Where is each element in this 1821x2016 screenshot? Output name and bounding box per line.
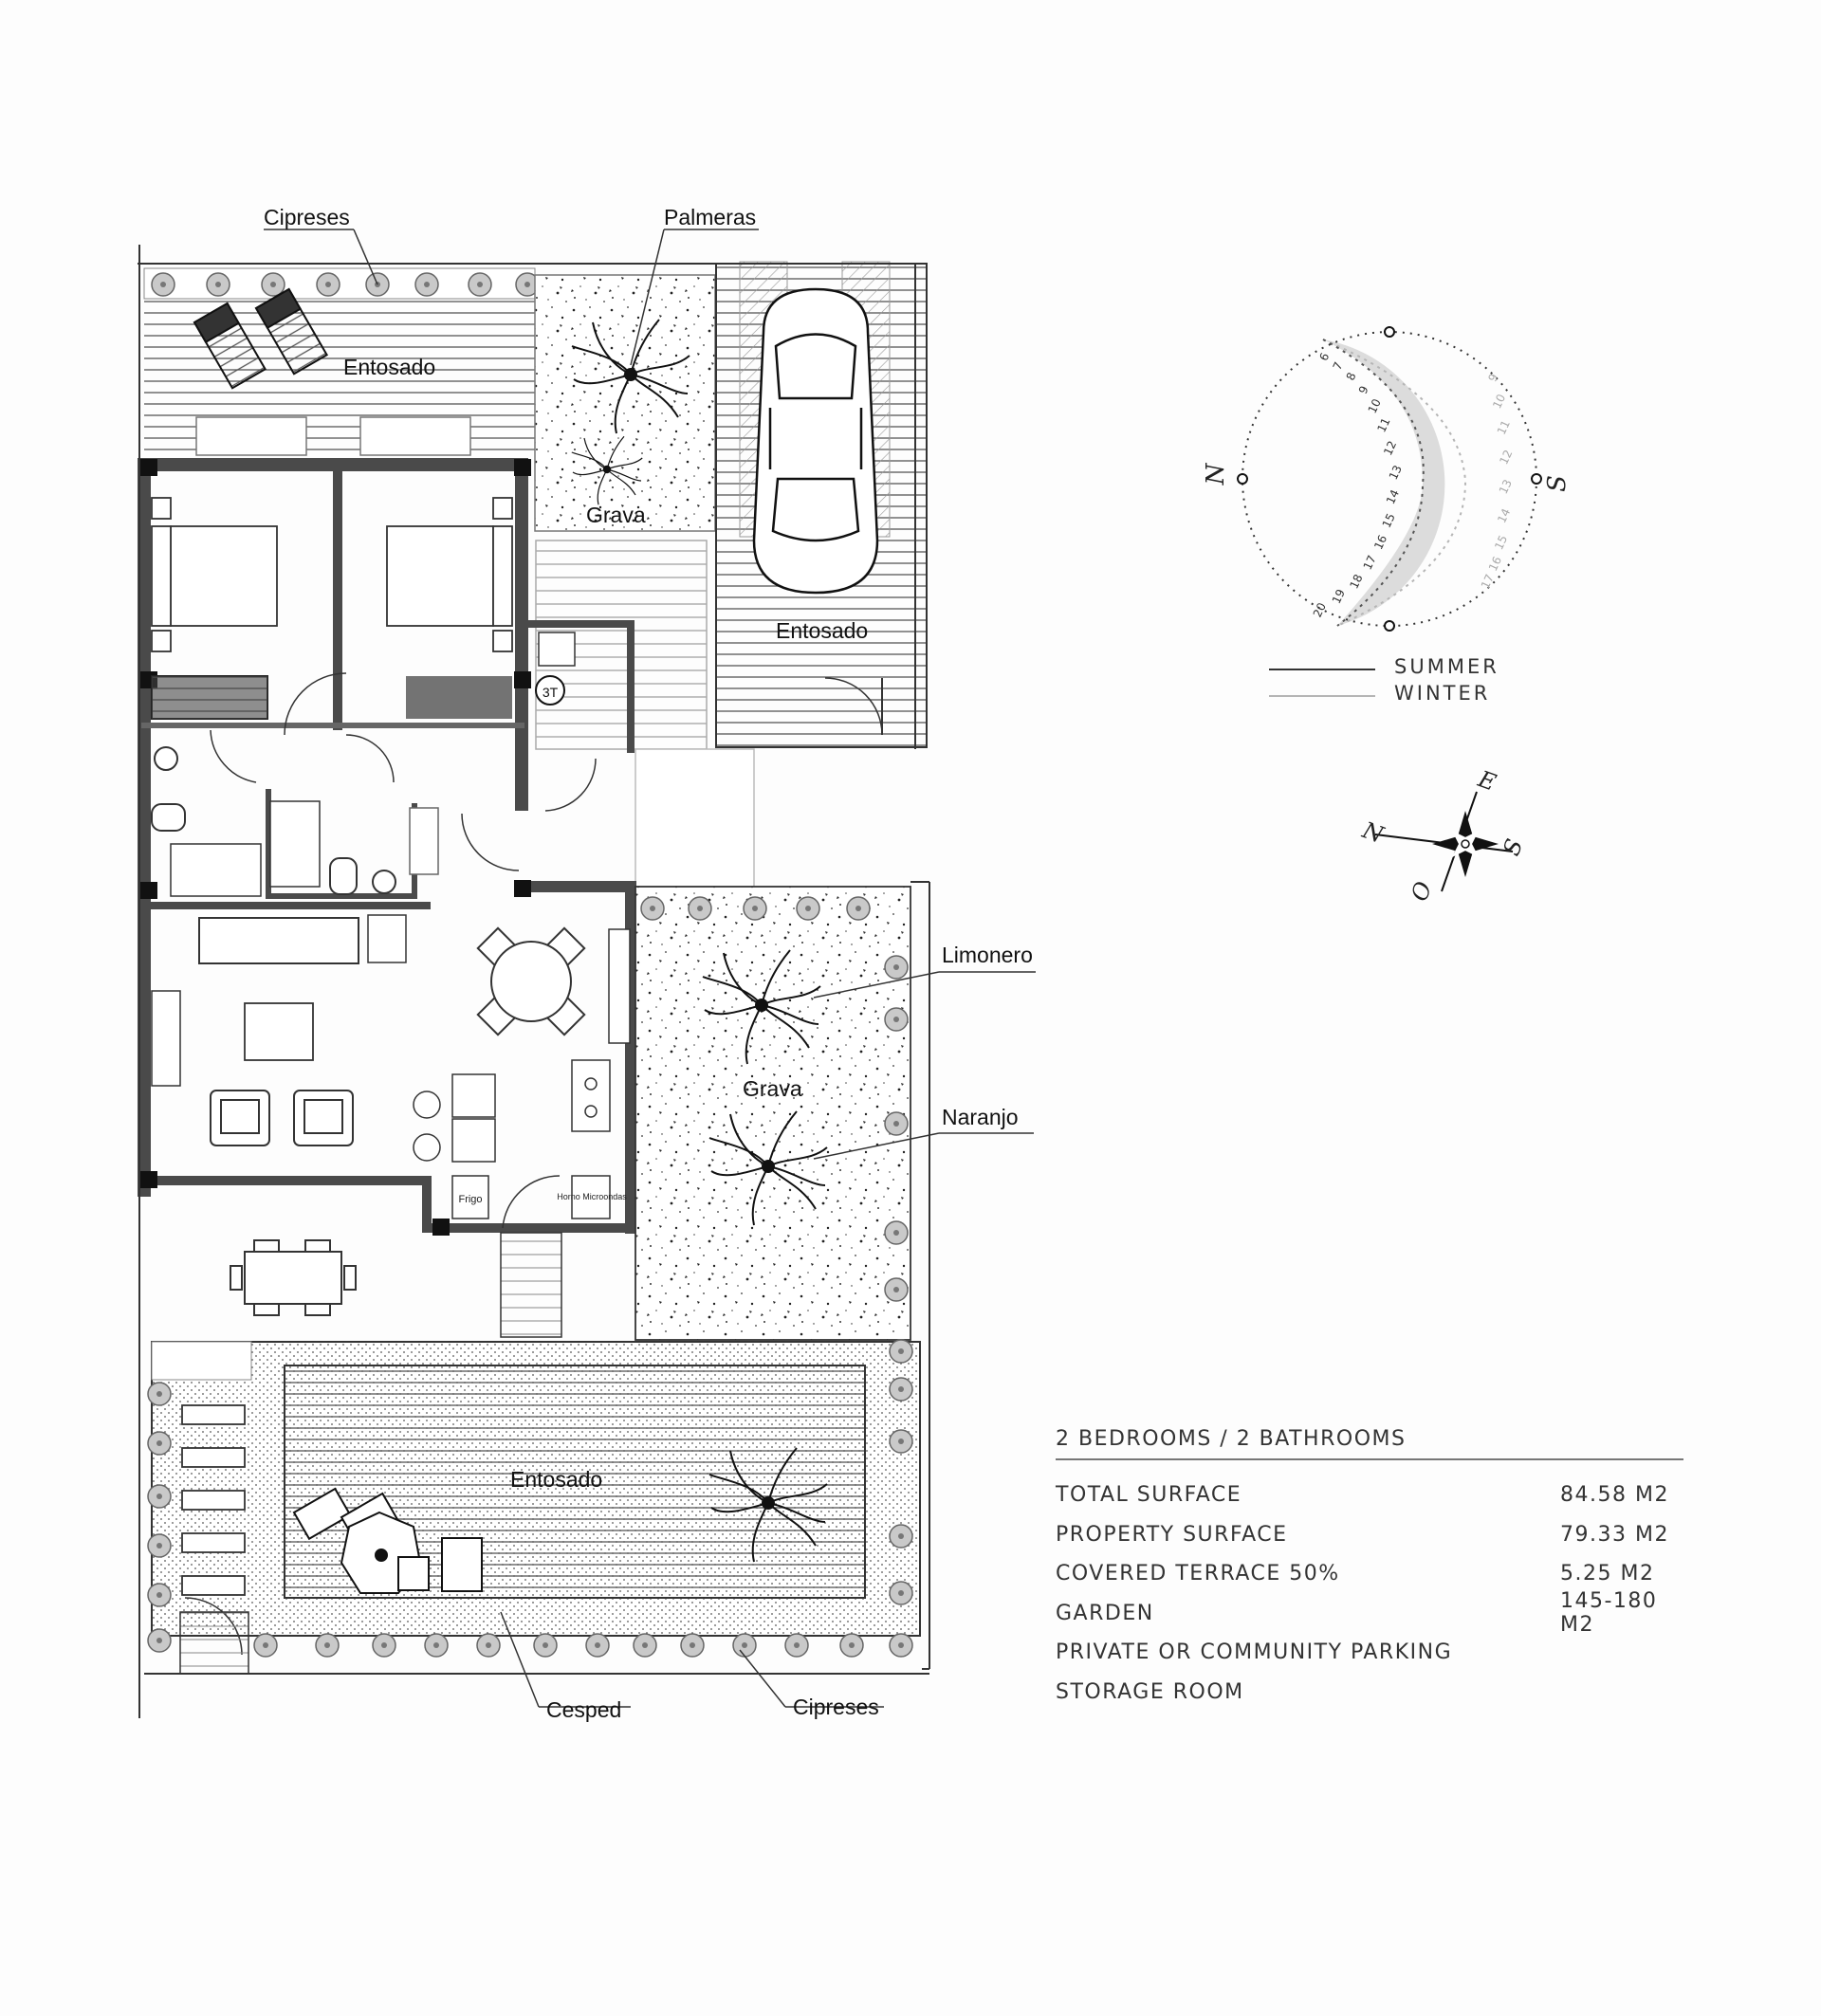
steps-left bbox=[181, 1404, 246, 1596]
sun-hour-label: 16 bbox=[1486, 555, 1504, 574]
cesped-label: Cesped bbox=[546, 1697, 622, 1722]
door-swings bbox=[210, 672, 597, 1229]
sun-hour-label: 15 bbox=[1492, 533, 1510, 552]
spec-row: GARDEN 145-180 M2 bbox=[1056, 1589, 1683, 1637]
sink-icon bbox=[154, 746, 178, 771]
sink-icon bbox=[372, 870, 396, 894]
sun-hour-label: 10 bbox=[1490, 392, 1508, 411]
toilet-icon bbox=[151, 803, 186, 832]
horno-label: Horno Microondas bbox=[557, 1192, 627, 1201]
limonero-label: Limonero bbox=[942, 943, 1033, 967]
tv-unit bbox=[151, 990, 181, 1087]
spec-label: GARDEN bbox=[1056, 1601, 1154, 1625]
summer-legend-label: SUMMER bbox=[1394, 655, 1499, 678]
sun-hour-label: 14 bbox=[1495, 506, 1513, 525]
sun-hour-label: 7 bbox=[1331, 360, 1346, 373]
spec-label: COVERED TERRACE 50% bbox=[1056, 1562, 1340, 1586]
toilet-icon bbox=[329, 857, 358, 895]
winter-legend-label: WINTER bbox=[1394, 682, 1491, 705]
armchair-icon bbox=[210, 1090, 354, 1146]
meter-label: 3T bbox=[543, 685, 559, 700]
spec-label: STORAGE ROOM bbox=[1056, 1679, 1244, 1704]
sun-hour-label: 10 bbox=[1366, 396, 1384, 415]
sun-hour-label: 17 bbox=[1361, 553, 1379, 572]
sun-hour-label: 17 bbox=[1479, 572, 1497, 591]
grava-top-label: Grava bbox=[586, 503, 646, 527]
plot-boundary bbox=[138, 245, 929, 1718]
sun-hour-label: 8 bbox=[1344, 370, 1359, 382]
sun-hour-label: 9 bbox=[1356, 384, 1371, 396]
sun-hour-label: 18 bbox=[1347, 572, 1365, 591]
top-gravel-area bbox=[534, 274, 716, 532]
spec-label: PROPERTY SURFACE bbox=[1056, 1522, 1288, 1547]
sun-hour-label: 11 bbox=[1374, 415, 1392, 434]
shower-tray bbox=[269, 800, 321, 888]
sun-hour-label: 15 bbox=[1380, 511, 1398, 530]
dining-table-round bbox=[476, 926, 586, 1036]
compass-north: N bbox=[1358, 816, 1388, 849]
naranjo-label: Naranjo bbox=[942, 1105, 1019, 1129]
spec-row: STORAGE ROOM bbox=[1056, 1673, 1683, 1713]
specs-heading: 2 BEDROOMS / 2 BATHROOMS bbox=[1056, 1427, 1683, 1460]
sun-lounger bbox=[193, 287, 329, 390]
entosado-parking-label: Entosado bbox=[776, 618, 869, 643]
kitchen-counter bbox=[451, 1059, 611, 1219]
sun-hour-label: 11 bbox=[1495, 418, 1513, 437]
compass-west: O bbox=[1406, 878, 1437, 905]
compass-rose-icon: N E S O bbox=[1358, 765, 1528, 905]
outdoor-dining-set bbox=[230, 1239, 357, 1316]
sun-chart-north: N bbox=[1202, 462, 1230, 486]
spec-label: TOTAL SURFACE bbox=[1056, 1483, 1242, 1508]
grava-garden-label: Grava bbox=[743, 1076, 802, 1101]
entosado-pool-label: Entosado bbox=[510, 1467, 603, 1492]
sun-hour-label: 20 bbox=[1311, 600, 1329, 619]
entosado-terrace-label: Entosado bbox=[343, 355, 436, 379]
sun-hour-label: 6 bbox=[1316, 351, 1332, 363]
spec-row: TOTAL SURFACE 84.58 M2 bbox=[1056, 1475, 1683, 1515]
compass-south: S bbox=[1498, 835, 1528, 859]
car-icon bbox=[752, 287, 879, 595]
bed-icon bbox=[386, 497, 513, 652]
sun-hour-label: 9 bbox=[1485, 372, 1500, 384]
shower-tray bbox=[170, 843, 262, 897]
spec-value: 145-180 M2 bbox=[1560, 1589, 1658, 1638]
cipreses-bottom-label: Cipreses bbox=[793, 1695, 879, 1719]
spec-value: 5.25 M2 bbox=[1560, 1562, 1655, 1586]
spec-value: 79.33 M2 bbox=[1560, 1522, 1669, 1547]
meter-icon bbox=[535, 675, 565, 706]
specs-table: 2 BEDROOMS / 2 BATHROOMS TOTAL SURFACE 84… bbox=[1056, 1427, 1683, 1712]
sun-hour-label: 13 bbox=[1387, 463, 1405, 482]
palmeras-label: Palmeras bbox=[664, 205, 757, 229]
spec-row: PRIVATE OR COMMUNITY PARKING bbox=[1056, 1633, 1683, 1673]
sun-hour-label: 13 bbox=[1497, 477, 1515, 496]
sun-chart-south: S bbox=[1543, 475, 1572, 492]
cipreses-top-label: Cipreses bbox=[264, 205, 350, 229]
spec-row: COVERED TERRACE 50% 5.25 M2 bbox=[1056, 1554, 1683, 1594]
coffee-table bbox=[244, 1002, 314, 1061]
bed-icon bbox=[151, 497, 278, 652]
spec-label: PRIVATE OR COMMUNITY PARKING bbox=[1056, 1640, 1453, 1665]
garden-gravel bbox=[635, 886, 911, 1341]
sun-hour-label: 12 bbox=[1381, 439, 1399, 458]
frigo-label: Frigo bbox=[458, 1194, 482, 1205]
sun-hour-label: 19 bbox=[1330, 587, 1348, 606]
sun-hour-label: 16 bbox=[1371, 533, 1389, 552]
sun-hour-label: 12 bbox=[1497, 448, 1515, 467]
spec-value: 84.58 M2 bbox=[1560, 1483, 1669, 1508]
spec-row: PROPERTY SURFACE 79.33 M2 bbox=[1056, 1515, 1683, 1555]
lounger-umbrella-set bbox=[292, 1487, 483, 1594]
compass-east: E bbox=[1474, 765, 1499, 797]
sun-hour-label: 14 bbox=[1384, 487, 1402, 506]
sofa-icon bbox=[198, 917, 359, 964]
